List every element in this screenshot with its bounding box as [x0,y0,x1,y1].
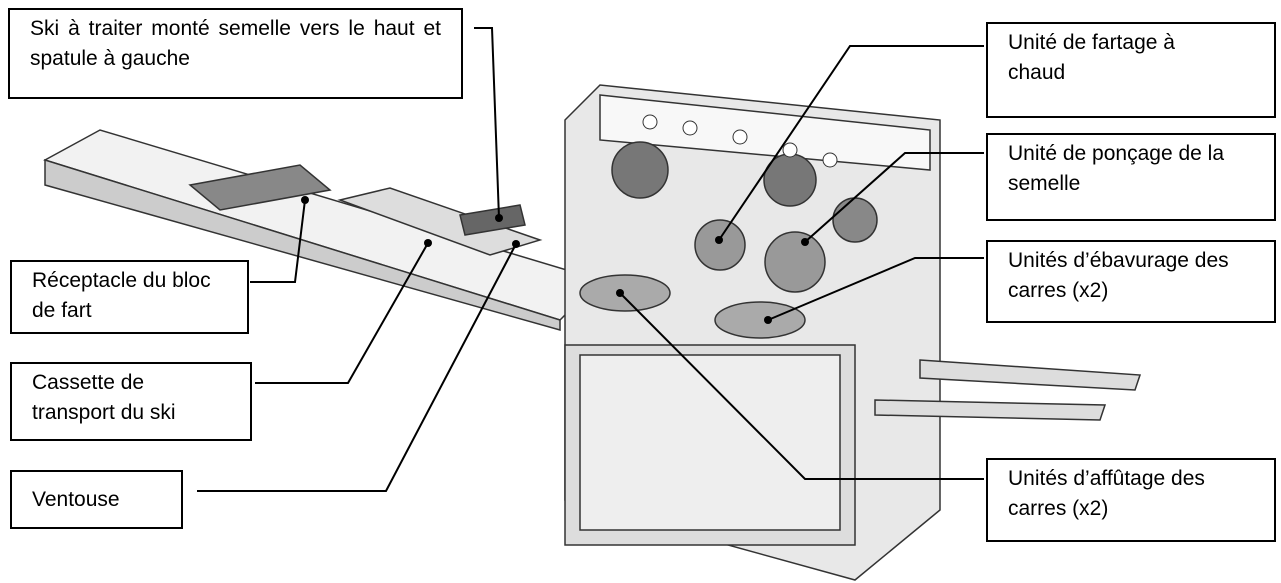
label-ventouse-text: Ventouse [32,488,120,511]
label-poncage-text: Unité de ponçage de la semelle [1008,142,1224,195]
label-ski-text: Ski à traiter monté semelle vers le haut… [30,17,441,70]
label-receptacle-text: Réceptacle du bloc de fart [32,269,211,322]
label-cassette: Cassette de transport du ski [10,362,252,441]
label-affutage-text: Unités d’affûtage des carres (x2) [1008,467,1205,520]
label-fartage: Unité de fartage à chaud [986,22,1276,118]
label-cassette-line1: Cassette de [32,371,145,394]
label-affutage: Unités d’affûtage des carres (x2) [986,458,1276,542]
leader-lines [197,27,984,492]
label-poncage: Unité de ponçage de la semelle [986,133,1276,221]
label-receptacle: Réceptacle du bloc de fart [10,260,249,334]
label-cassette-line2: transport du ski [32,401,176,424]
label-ebavurage-text: Unités d’ébavurage des carres (x2) [1008,249,1229,302]
label-ski: Ski à traiter monté semelle vers le haut… [8,8,463,99]
label-ebavurage: Unités d’ébavurage des carres (x2) [986,240,1276,323]
label-fartage-text: Unité de fartage à chaud [1008,31,1175,84]
label-ventouse: Ventouse [10,470,183,529]
